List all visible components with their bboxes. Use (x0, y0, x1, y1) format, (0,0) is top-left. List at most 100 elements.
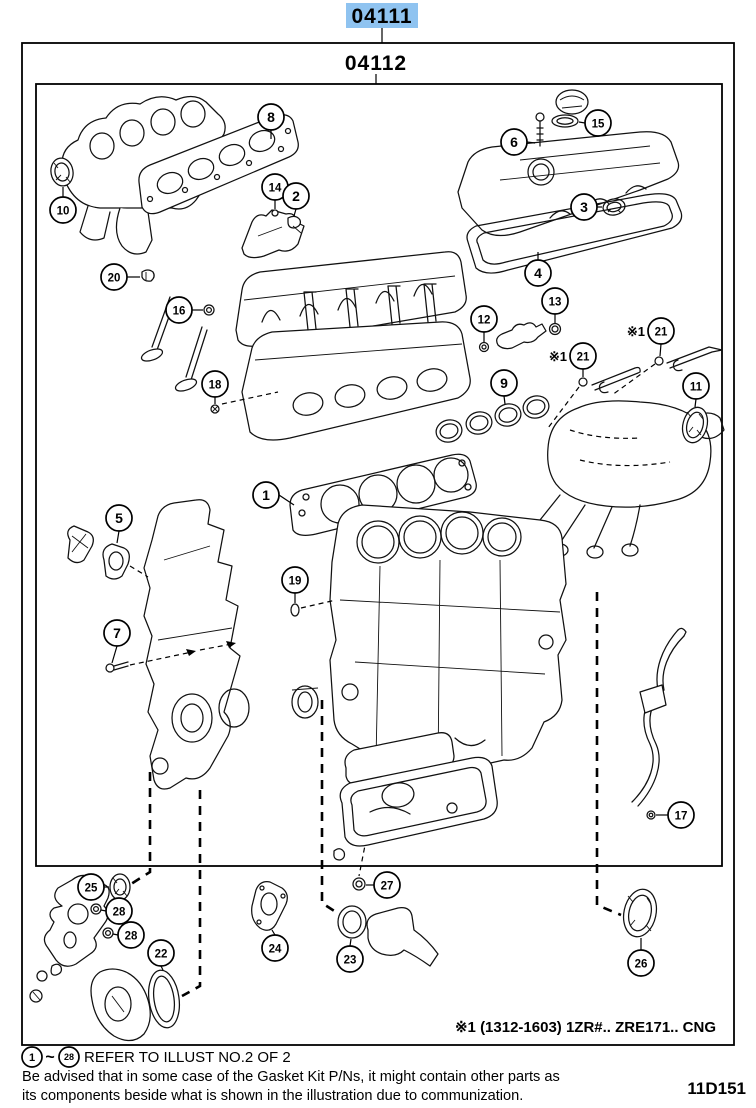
water-inlet-23-drawing (337, 905, 439, 967)
callout-7[interactable]: 7 (103, 619, 131, 647)
footer-refer-text: REFER TO ILLUST NO.2 OF 2 (84, 1049, 291, 1066)
cap-seal-15-drawing (551, 114, 579, 128)
callout-13[interactable]: 13 (541, 287, 569, 315)
callout-number: 6 (510, 134, 518, 150)
callout-number: 18 (209, 380, 222, 392)
callout-4[interactable]: 4 (524, 259, 552, 287)
callout-circle (627, 949, 655, 977)
outer-frame (21, 42, 735, 1046)
callout-number: 16 (173, 306, 186, 318)
callout-19[interactable]: 19 (281, 566, 309, 594)
callout-number: 2 (292, 188, 300, 204)
callout-number: 21 (577, 352, 590, 364)
callout-circle (584, 109, 612, 137)
callout-9[interactable]: 9 (490, 369, 518, 397)
callout-circle (147, 939, 175, 967)
callout-number: 23 (344, 955, 357, 967)
water-outlet-gasket-drawing (67, 525, 149, 580)
callout-15[interactable]: 15 (584, 109, 612, 137)
callout-18[interactable]: 18 (201, 370, 229, 398)
pump-gasket-22-drawing (147, 969, 181, 1029)
callout-circle (105, 897, 133, 925)
callout-23[interactable]: 23 (336, 945, 364, 973)
footer-refer-line: 1 ~ 28 REFER TO ILLUST NO.2 OF 2 (21, 1046, 291, 1068)
callout-21[interactable]: ※1 21 (627, 317, 675, 345)
callout-circle (500, 128, 528, 156)
callout-26[interactable]: 26 (627, 949, 655, 977)
callout-number: 20 (108, 273, 121, 285)
callout-25[interactable]: 25 (77, 873, 105, 901)
callout-number: 8 (267, 109, 275, 125)
callout-number: 4 (534, 265, 542, 281)
engine-block-drawing (329, 504, 567, 776)
valve-stem-seal-drawing (203, 304, 215, 316)
callout-28[interactable]: 28 (105, 897, 133, 925)
callout-number: 10 (57, 206, 70, 218)
callout-number: 11 (690, 382, 703, 394)
throttle-gasket-11-drawing (681, 406, 709, 444)
footer-range-start: 1 (29, 1052, 35, 1064)
kit-part-number-label: 04112 (345, 52, 407, 75)
fuel-pipe-drawing (547, 346, 723, 429)
callout-number: 21 (655, 327, 668, 339)
callout-28[interactable]: 28 (117, 921, 145, 949)
drain-gasket-27-drawing (352, 877, 366, 891)
callout-10[interactable]: 10 (49, 196, 77, 224)
callout-circle (682, 372, 710, 400)
callout-21[interactable]: ※1 21 (549, 342, 597, 370)
callout-circle (261, 934, 289, 962)
callout-2[interactable]: 2 (282, 182, 310, 210)
callout-circle (541, 287, 569, 315)
callout-14[interactable]: 14 (261, 173, 289, 201)
oring-13-drawing (548, 322, 562, 336)
variant-note: ※1 (1312-1603) 1ZR#.. ZRE171.. CNG (455, 1019, 716, 1036)
hidden-line-hints (221, 391, 279, 405)
callout-prefix: ※1 (627, 324, 645, 339)
callout-prefix: ※1 (549, 349, 567, 364)
callout-24[interactable]: 24 (261, 934, 289, 962)
callout-number: 19 (289, 576, 302, 588)
callout-circle (49, 196, 77, 224)
callout-8[interactable]: 8 (257, 103, 285, 131)
selected-part-number-label: 04111 (351, 5, 412, 28)
callout-27[interactable]: 27 (373, 871, 401, 899)
injector-grommet-12-drawing (478, 341, 490, 353)
inner-frame (35, 83, 723, 867)
callout-number: 15 (592, 119, 605, 131)
bracket-gasket-24-drawing (251, 881, 288, 931)
callout-number: 12 (478, 315, 491, 327)
oil-pump-ring-drawing (291, 685, 319, 719)
callout-circle (117, 921, 145, 949)
callout-5[interactable]: 5 (105, 504, 133, 532)
callout-20[interactable]: 20 (100, 263, 128, 291)
callout-number: 28 (125, 931, 138, 943)
callout-12[interactable]: 12 (470, 305, 498, 333)
footer-advisory-line2: its components beside what is shown in t… (22, 1088, 523, 1104)
callout-17[interactable]: 17 (667, 801, 695, 829)
footer-range-tilde: ~ (45, 1049, 54, 1066)
callout-22[interactable]: 22 (147, 939, 175, 967)
callout-number: 24 (269, 944, 282, 956)
callout-circle (490, 369, 518, 397)
callout-16[interactable]: 16 (165, 296, 193, 324)
callout-circle (165, 296, 193, 324)
callout-number: 26 (635, 959, 648, 971)
callout-1[interactable]: 1 (252, 481, 280, 509)
callout-3[interactable]: 3 (570, 193, 598, 221)
callout-number: 13 (549, 297, 562, 309)
dipstick-oring-drawing (646, 810, 656, 820)
oring-28b-drawing (102, 927, 114, 939)
callout-circle (100, 263, 128, 291)
callout-circle (252, 481, 280, 509)
callout-circle (373, 871, 401, 899)
callout-6[interactable]: 6 (500, 128, 528, 156)
callout-number: 3 (580, 199, 588, 215)
drawing-code: 11D151 (687, 1079, 746, 1098)
dipstick-tube-drawing (631, 627, 687, 820)
selected-part-number[interactable]: 04111 (346, 3, 418, 28)
callout-number: 25 (85, 883, 98, 895)
callout-circle (282, 182, 310, 210)
callout-11[interactable]: 11 (682, 372, 710, 400)
footer-range-start-circle (21, 1046, 43, 1068)
